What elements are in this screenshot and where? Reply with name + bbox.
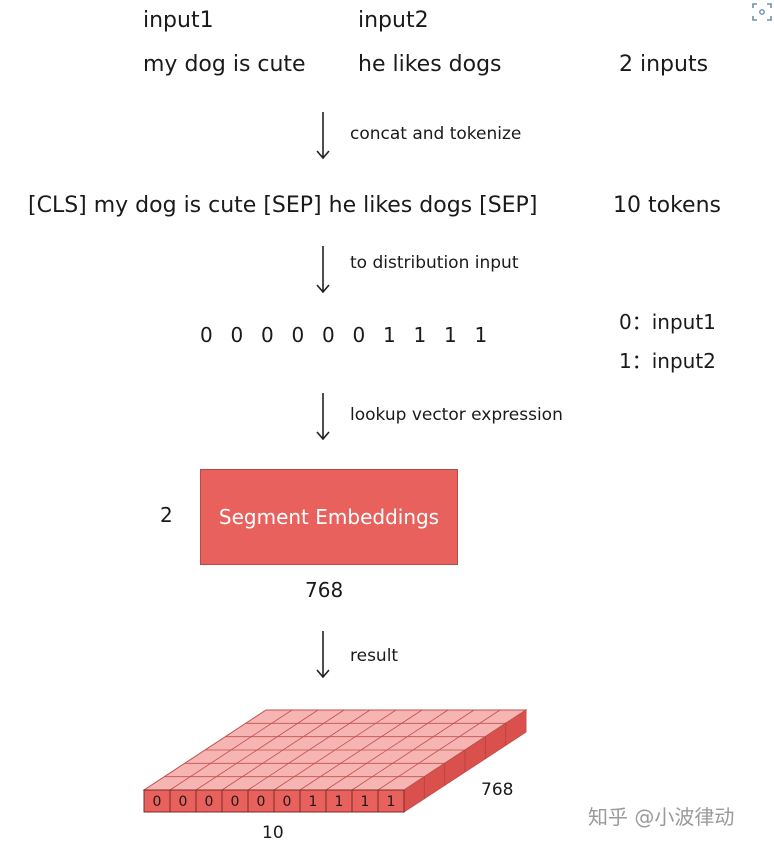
segment-id-value: 0 [291, 323, 305, 347]
tensor-cell-value: 0 [283, 794, 292, 810]
result-width-label: 10 [262, 823, 284, 843]
tensor-cell-value: 1 [335, 794, 344, 810]
tensor-cell-value: 0 [257, 794, 266, 810]
down-arrow-icon [316, 246, 330, 294]
tensor-cell-value: 0 [153, 794, 162, 810]
embedding-dim-label: 768 [305, 578, 344, 602]
segment-id-value: 1 [474, 323, 488, 347]
tensor-cell-value: 1 [309, 794, 318, 810]
down-arrow-icon [316, 393, 330, 441]
segment-id-value: 1 [383, 323, 396, 347]
step-lookup-label: lookup vector expression [350, 405, 563, 425]
segment-id-value: 0 [230, 323, 244, 347]
tensor-front-cell [377, 789, 405, 813]
tensor-cell-value: 1 [361, 794, 370, 810]
input2-text: he likes dogs [358, 52, 502, 77]
legend-input2: 1：input2 [619, 349, 716, 373]
embedding-rows-label: 2 [160, 503, 173, 527]
token-sequence: [CLS] my dog is cute [SEP] he likes dogs… [28, 193, 538, 218]
result-depth-label: 768 [481, 780, 514, 800]
segment-id-value: 0 [322, 323, 335, 347]
segment-id-value: 1 [413, 323, 427, 347]
step-concat-label: concat and tokenize [350, 124, 522, 144]
inputs-count: 2 inputs [619, 52, 709, 77]
input1-label: input1 [143, 8, 214, 33]
segment-id-value: 1 [444, 323, 457, 347]
tensor-cell-value: 0 [179, 794, 188, 810]
segment-id-value: 0 [352, 323, 366, 347]
tensor-cell-value: 1 [387, 794, 396, 810]
segment-id-value: 0 [261, 323, 274, 347]
step-distribution-label: to distribution input [350, 253, 519, 273]
scan-icon[interactable] [750, 0, 774, 24]
step-result-label: result [350, 646, 399, 666]
tensor-cell-value: 0 [205, 794, 214, 810]
segment-embeddings-box: Segment Embeddings [200, 469, 458, 565]
token-count: 10 tokens [613, 193, 721, 218]
segment-embeddings-label: Segment Embeddings [218, 505, 440, 529]
legend-input1: 0：input1 [619, 310, 716, 334]
down-arrow-icon [316, 112, 330, 160]
watermark: 知乎 @小波律动 [588, 805, 735, 829]
input2-label: input2 [358, 8, 429, 33]
tensor-cell-value: 0 [231, 794, 240, 810]
input1-text: my dog is cute [143, 52, 306, 77]
segment-id-value: 0 [200, 323, 213, 347]
down-arrow-icon [316, 631, 330, 679]
